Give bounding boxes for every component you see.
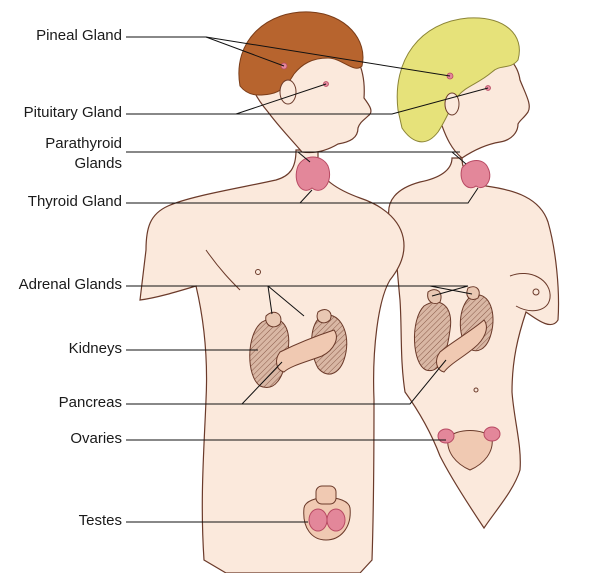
male-hair (238, 11, 364, 96)
leader-pineal-female (205, 36, 451, 77)
female-hair (396, 17, 520, 143)
label-pineal-gland: Pineal Gland (36, 27, 122, 44)
leader-thyroid-male (299, 189, 313, 204)
male-chest-line (205, 249, 241, 291)
leader-lines (126, 36, 489, 523)
label-testes: Testes (78, 512, 122, 529)
male-penis (315, 485, 337, 505)
male-pancreas (276, 329, 337, 373)
leader-adrenal-male-left (267, 285, 273, 315)
female-nipple (532, 288, 540, 296)
leader-parathyroid-male (297, 151, 311, 163)
female-breast (509, 272, 551, 312)
male-testis-right (326, 508, 346, 532)
female-thyroid (460, 160, 491, 189)
label-ovaries: Ovaries (70, 430, 122, 447)
female-figure (388, 17, 560, 530)
label-parathyroid-line2: Glands (74, 155, 122, 172)
female-ovary-right (483, 426, 501, 442)
label-parathyroid-line1: Parathyroid (45, 135, 122, 152)
leader-adrenal-female-right (429, 285, 473, 295)
male-ear (279, 79, 297, 105)
female-uterus (447, 430, 493, 471)
leader-adrenal-female (268, 285, 469, 297)
label-pituitary-gland: Pituitary Gland (23, 104, 122, 121)
leader-pituitary-female (236, 87, 489, 115)
leader-pancreas-female (242, 359, 447, 405)
label-adrenal-glands: Adrenal Glands (18, 276, 122, 293)
female-ovary-left (437, 428, 455, 444)
label-kidneys: Kidneys (68, 340, 122, 357)
leader-thyroid (126, 187, 479, 204)
male-kidney-left (249, 318, 290, 388)
label-pancreas: Pancreas (58, 394, 122, 411)
male-adrenal-left (265, 311, 282, 328)
male-figure (139, 11, 405, 573)
female-navel (473, 387, 479, 393)
male-testis-left (308, 508, 328, 532)
male-thyroid (295, 156, 330, 191)
label-thyroid-gland: Thyroid Gland (27, 193, 122, 210)
male-adrenal-right (316, 309, 332, 324)
female-adrenal-right (466, 286, 480, 301)
male-navel (255, 269, 261, 275)
leader-parathyroid-female (451, 151, 467, 165)
female-adrenal-left (427, 289, 442, 305)
